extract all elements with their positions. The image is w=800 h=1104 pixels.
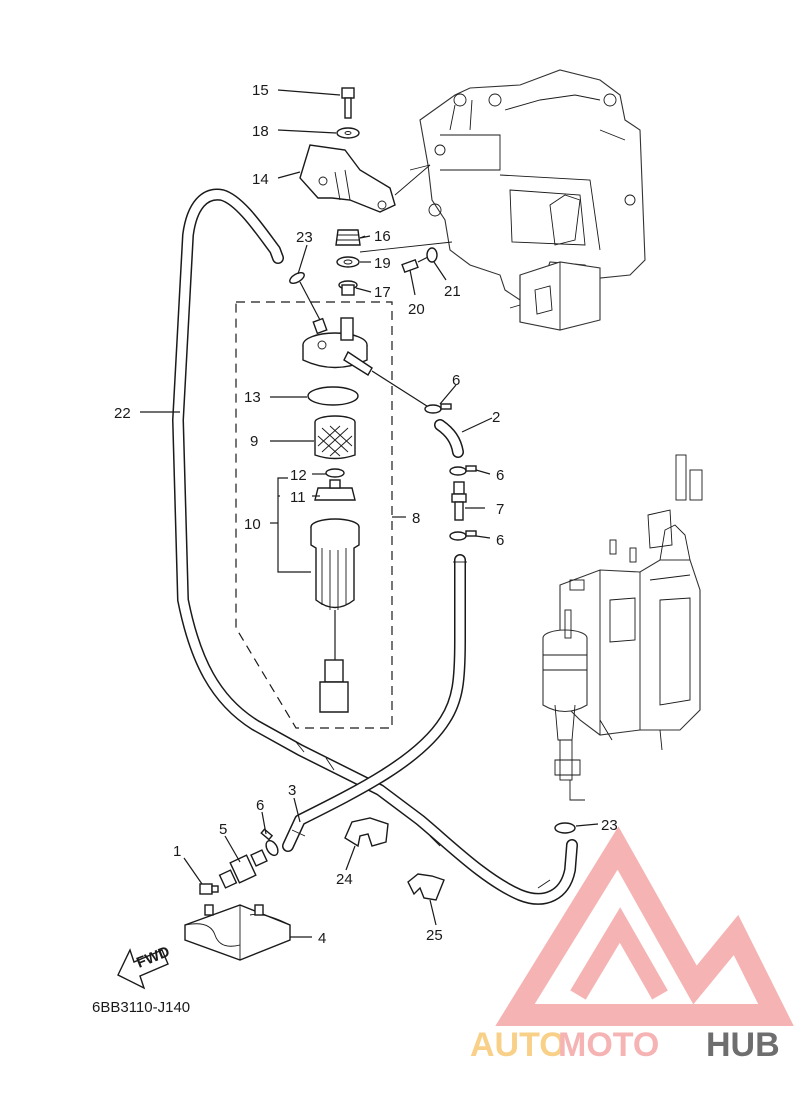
float-11 [314, 479, 356, 501]
callout-1: 1 [173, 843, 181, 860]
clamp-6-b [449, 465, 477, 476]
washer-21 [426, 247, 438, 263]
fwd-arrow-icon: FWD [117, 943, 172, 990]
elbow-hose-2 [434, 419, 464, 458]
diagram-code: 6BB3110-J140 [92, 999, 190, 1016]
bracket-14 [299, 144, 431, 213]
holder-25 [407, 873, 445, 901]
cover-4 [184, 904, 291, 961]
joint-7 [451, 481, 467, 521]
engine-block-illustration [409, 69, 646, 331]
washer-18 [336, 127, 360, 139]
callout-11: 11 [290, 489, 306, 506]
callout-14: 14 [252, 171, 269, 188]
callout-24: 24 [336, 871, 353, 888]
plug-1 [199, 883, 219, 895]
callout-21: 21 [444, 283, 461, 300]
washer-19 [336, 256, 360, 268]
callout-4: 4 [318, 930, 326, 947]
vapor-separator-illustration [542, 454, 703, 801]
clip-23-bottom [554, 822, 576, 834]
callout-13: 13 [244, 389, 261, 406]
callout-23-bottom: 23 [601, 817, 618, 834]
o-ring-13 [307, 386, 359, 406]
watermark-auto: AUTO [470, 1026, 566, 1064]
callout-9: 9 [250, 433, 258, 450]
callout-labels: 15 18 14 23 16 19 17 20 21 22 13 9 12 11… [114, 82, 618, 947]
bolt-20 [401, 255, 431, 274]
grommet-16 [335, 229, 361, 246]
callout-7: 7 [496, 501, 504, 518]
callout-12: 12 [290, 467, 307, 484]
callout-5: 5 [219, 821, 227, 838]
callout-3: 3 [288, 782, 296, 799]
clamp-6-a [424, 403, 452, 414]
clamp-6-c [449, 530, 477, 541]
callout-23-top: 23 [296, 229, 313, 246]
filter-assembly-outline [235, 301, 393, 729]
clip-23-top [289, 272, 305, 284]
clamp-6-d [260, 828, 279, 857]
callout-22: 22 [114, 405, 131, 422]
callout-18: 18 [252, 123, 269, 140]
cup-10 [310, 518, 360, 713]
hose-22 [172, 188, 578, 905]
callout-6-a: 6 [452, 372, 460, 389]
collar-17 [338, 280, 358, 296]
callout-16: 16 [374, 228, 391, 245]
leader-lines [140, 89, 599, 938]
callout-6-c: 6 [496, 532, 504, 549]
joint-5 [218, 849, 268, 889]
automotohub-watermark-logo: AUTO MOTO HUB [470, 826, 794, 1064]
callout-2: 2 [492, 409, 500, 426]
bolt-15 [341, 87, 355, 119]
watermark-moto: MOTO [558, 1026, 659, 1064]
callout-8: 8 [412, 510, 420, 527]
callout-6-d: 6 [256, 797, 264, 814]
callout-17: 17 [374, 284, 391, 301]
callout-25: 25 [426, 927, 443, 944]
filter-head [302, 317, 431, 409]
hose-3 [282, 554, 467, 852]
callout-19: 19 [374, 255, 391, 272]
ring-12 [325, 468, 345, 478]
holder-24 [344, 817, 389, 848]
watermark-hub: HUB [706, 1026, 780, 1064]
callout-15: 15 [252, 82, 269, 99]
callout-10: 10 [244, 516, 261, 533]
callout-20: 20 [408, 301, 425, 318]
element-9 [314, 415, 356, 460]
callout-6-b: 6 [496, 467, 504, 484]
